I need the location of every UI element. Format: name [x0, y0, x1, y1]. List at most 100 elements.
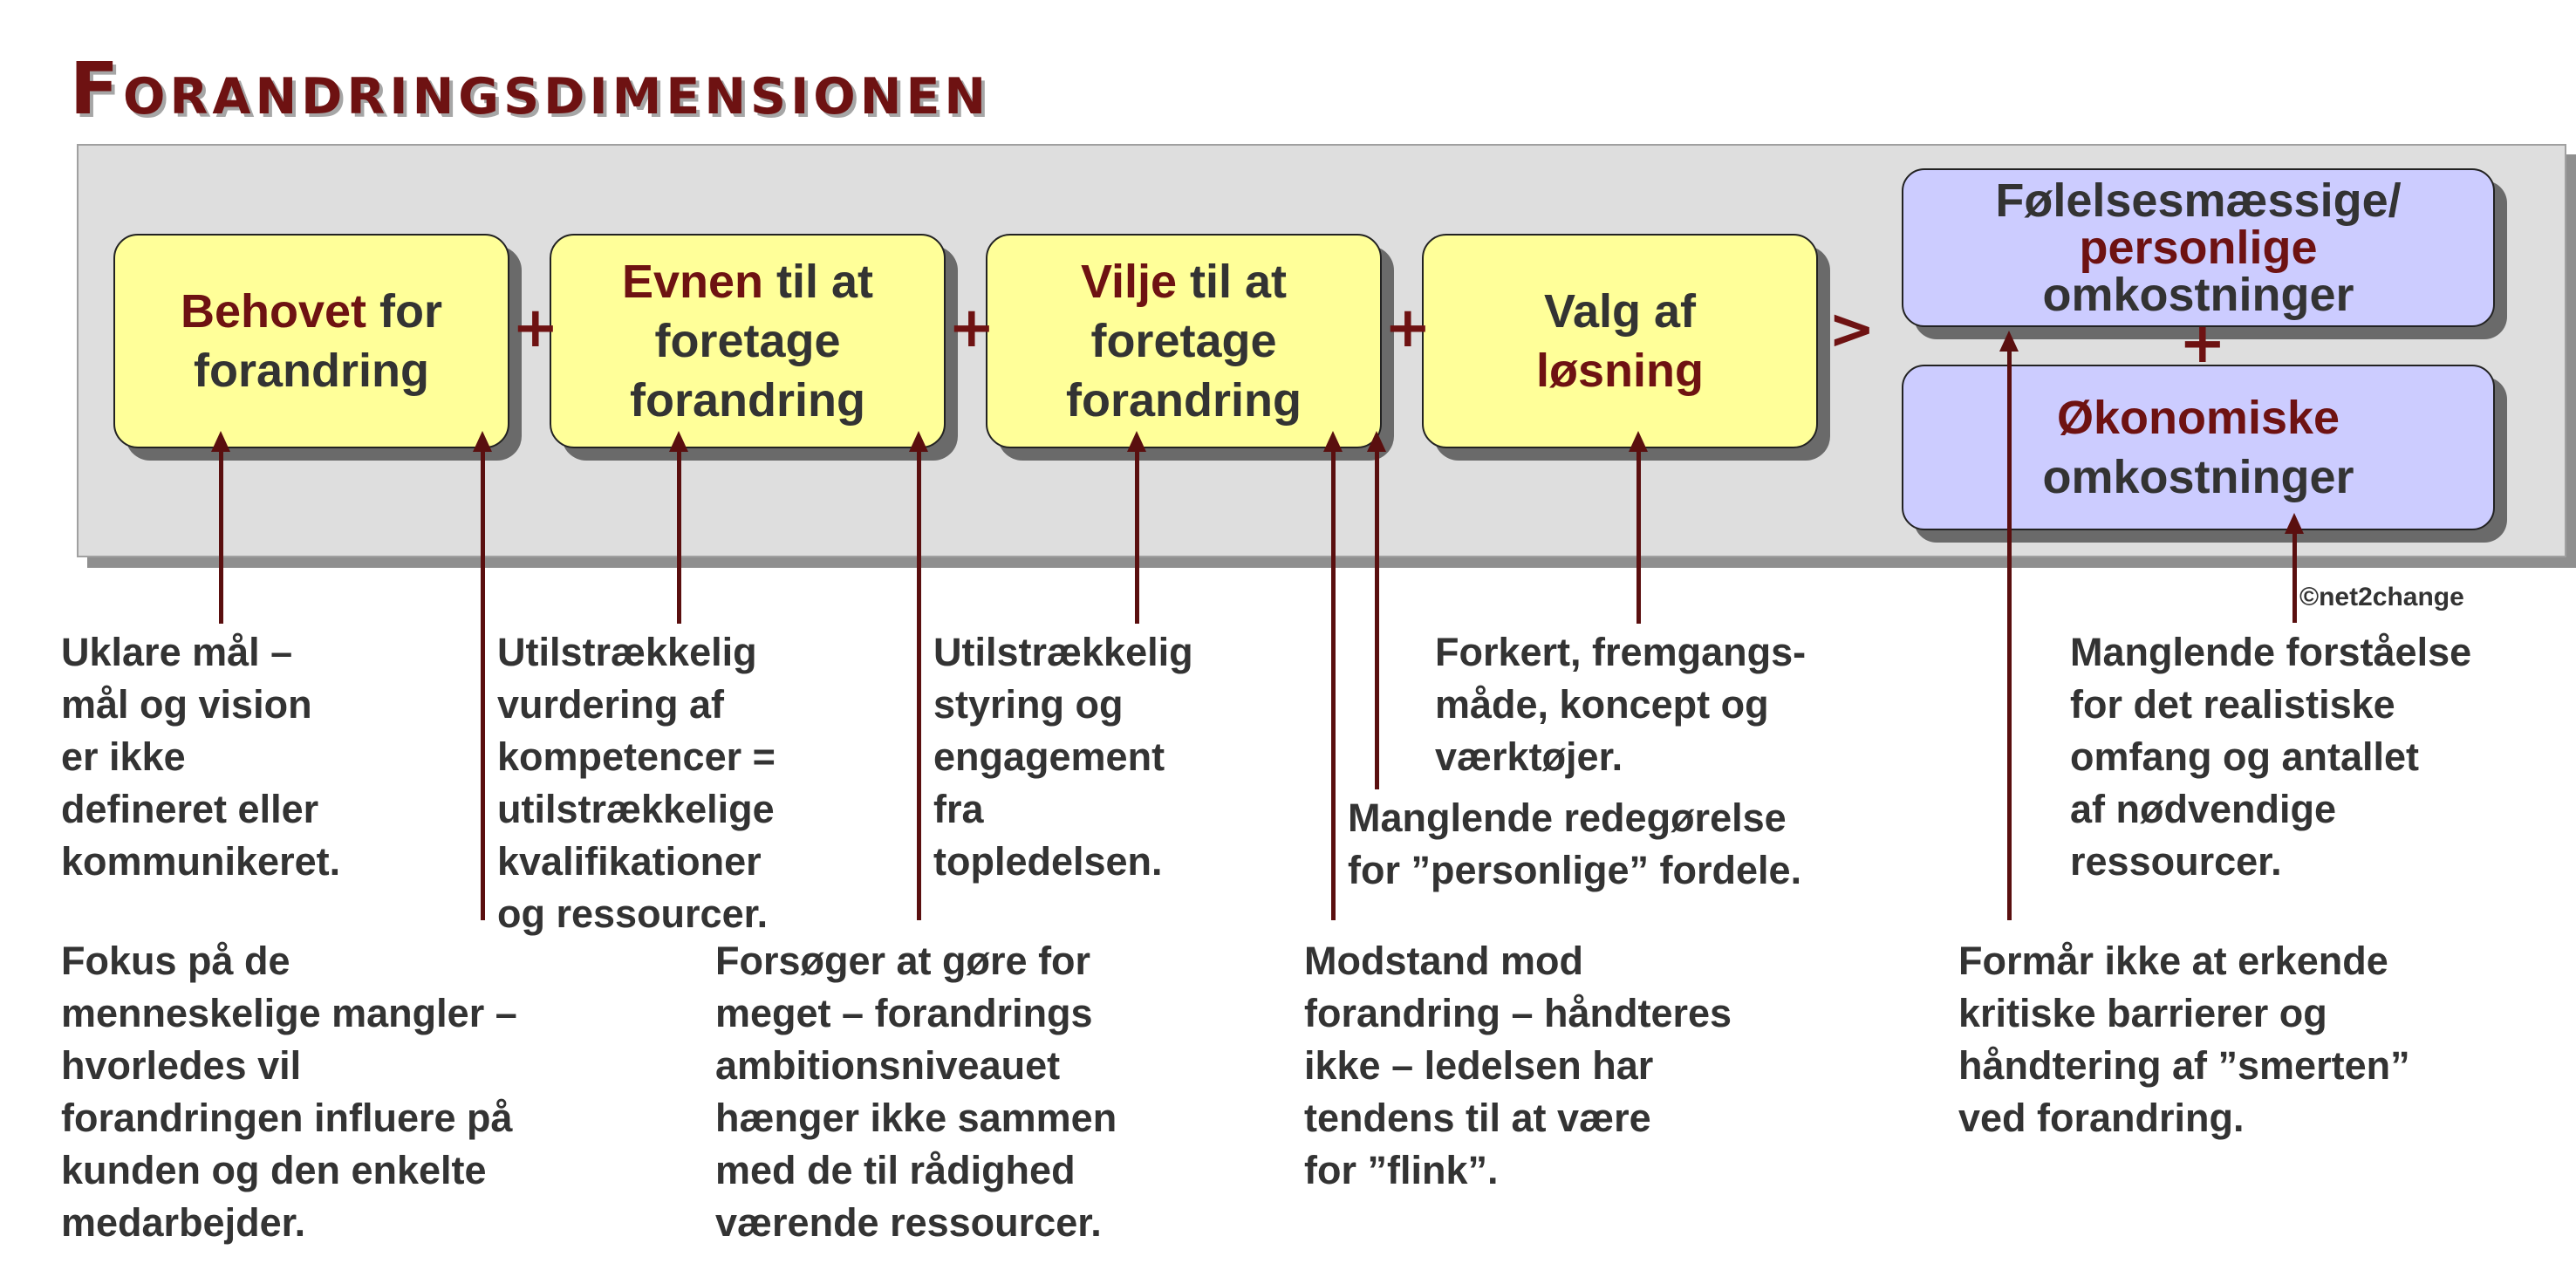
- note-line: utilstrækkelige: [497, 787, 775, 831]
- arrow-line: [2007, 345, 2012, 920]
- note-line: menneskelige mangler –: [61, 991, 517, 1035]
- box-behovet-accent: Behovet: [180, 285, 367, 338]
- box-behovet: Behovet for forandring: [113, 234, 509, 448]
- note-line: hvorledes vil: [61, 1043, 302, 1088]
- box-personlige-omkostninger: Følelsesmæssige/ personlige omkostninger: [1902, 168, 2495, 327]
- note-line: Forsøger at gøre for: [715, 939, 1091, 983]
- plus-operator: +: [948, 296, 995, 360]
- note-line: ambitionsniveauet: [715, 1043, 1061, 1088]
- note-utilstraekkelig-vurdering: Utilstrækkelig vurdering af kompetencer …: [497, 626, 776, 940]
- arrow-line: [677, 445, 681, 624]
- page-title: Forandringsdimensionen: [70, 48, 991, 131]
- note-line: Manglende forståelse: [2070, 630, 2472, 674]
- arrow-line: [1135, 445, 1139, 624]
- note-line: kompetencer =: [497, 734, 776, 779]
- note-line: engagement: [933, 734, 1165, 779]
- note-line: medarbejder.: [61, 1200, 306, 1245]
- arrow-head: [473, 431, 492, 452]
- note-line: Forkert, fremgangs-: [1435, 630, 1807, 674]
- note-line: håndtering af ”smerten”: [1958, 1043, 2410, 1088]
- note-line: Uklare mål –: [61, 630, 293, 674]
- box-valg-accent: løsning: [1536, 345, 1704, 397]
- arrow-head: [2285, 513, 2304, 534]
- greater-than-operator: >: [1828, 297, 1876, 362]
- note-line: styring og: [933, 682, 1124, 727]
- box-behovet-rest: for: [366, 285, 443, 338]
- box-vilje: Vilje til at foretage forandring: [986, 234, 1382, 448]
- arrow-line: [917, 445, 921, 920]
- arrow-head: [1629, 431, 1648, 452]
- copyright: ©net2change: [2299, 583, 2464, 611]
- note-line: ikke – ledelsen har: [1304, 1043, 1654, 1088]
- note-line: med de til rådighed: [715, 1148, 1076, 1192]
- note-line: hænger ikke sammen: [715, 1096, 1117, 1140]
- note-utilstraekkelig-styring: Utilstrækkelig styring og engagement fra…: [933, 626, 1193, 888]
- note-line: omfang og antallet: [2070, 734, 2420, 779]
- note-line: kunden og den enkelte: [61, 1148, 487, 1192]
- note-manglende-forstaaelse: Manglende forståelse for det realistiske…: [2070, 626, 2471, 888]
- note-line: defineret eller: [61, 787, 319, 831]
- box-evnen-line2: foretage: [654, 315, 841, 367]
- box-personlige-line3: omkostninger: [2042, 269, 2354, 321]
- note-line: og ressourcer.: [497, 891, 769, 936]
- note-line: Modstand mod: [1304, 939, 1583, 983]
- note-line: for det realistiske: [2070, 682, 2395, 727]
- box-okonomiske-line2: omkostninger: [2042, 451, 2354, 503]
- arrow-line: [1331, 445, 1336, 920]
- note-line: for ”personlige” fordele.: [1348, 848, 1802, 892]
- note-modstand-mod-forandring: Modstand mod forandring – håndteres ikke…: [1304, 935, 1732, 1197]
- box-vilje-line2: foretage: [1090, 315, 1277, 367]
- plus-operator: +: [512, 296, 559, 360]
- note-line: meget – forandrings: [715, 991, 1093, 1035]
- note-line: for ”flink”.: [1304, 1148, 1499, 1192]
- note-line: værende ressourcer.: [715, 1200, 1102, 1245]
- arrow-line: [219, 445, 223, 624]
- note-line: forandringen influere på: [61, 1096, 513, 1140]
- note-line: Formår ikke at erkende: [1958, 939, 2388, 983]
- note-manglende-redegoerelse: Manglende redegørelse for ”personlige” f…: [1348, 792, 1801, 897]
- arrow-line: [2292, 527, 2297, 623]
- box-vilje-rest: til at: [1177, 256, 1288, 308]
- box-evnen-rest: til at: [763, 256, 874, 308]
- note-line: Utilstrækkelig: [497, 630, 757, 674]
- box-evnen-line3: forandring: [630, 374, 865, 427]
- box-personlige-accent: personlige: [2079, 222, 2318, 274]
- note-line: forandring – håndteres: [1304, 991, 1732, 1035]
- plus-operator: +: [2179, 311, 2226, 376]
- box-okonomiske-accent: Økonomiske: [2056, 392, 2340, 444]
- arrow-head: [211, 431, 230, 452]
- box-valg-line1: Valg af: [1543, 285, 1697, 338]
- note-fokus-menneskelige-mangler: Fokus på de menneskelige mangler – hvorl…: [61, 935, 517, 1249]
- arrow-head: [1999, 331, 2019, 352]
- box-evnen: Evnen til at foretage forandring: [550, 234, 946, 448]
- plus-operator: +: [1384, 296, 1431, 360]
- note-line: kvalifikationer: [497, 839, 762, 884]
- note-line: Manglende redegørelse: [1348, 796, 1787, 840]
- note-line: måde, koncept og: [1435, 682, 1769, 727]
- box-personlige-line1: Følelsesmæssige/: [1995, 174, 2402, 227]
- note-line: kritiske barrierer og: [1958, 991, 2327, 1035]
- note-line: Utilstrækkelig: [933, 630, 1193, 674]
- note-line: ved forandring.: [1958, 1096, 2245, 1140]
- arrow-line: [481, 445, 485, 920]
- arrow-line: [1375, 445, 1379, 789]
- arrow-head: [1367, 431, 1386, 452]
- note-line: vurdering af: [497, 682, 725, 727]
- note-line: af nødvendige: [2070, 787, 2337, 831]
- arrow-head: [1127, 431, 1146, 452]
- arrow-head: [669, 431, 688, 452]
- note-forsoeger-at-goere-for-meget: Forsøger at gøre for meget – forandrings…: [715, 935, 1117, 1249]
- note-line: værktøjer.: [1435, 734, 1623, 779]
- arrow-line: [1636, 445, 1641, 624]
- box-okonomiske-omkostninger: Økonomiske omkostninger: [1902, 365, 2495, 530]
- note-line: Fokus på de: [61, 939, 290, 983]
- box-vilje-line3: forandring: [1066, 374, 1302, 427]
- box-behovet-line2: forandring: [194, 345, 429, 397]
- note-line: tendens til at være: [1304, 1096, 1651, 1140]
- box-evnen-accent: Evnen: [621, 256, 764, 308]
- note-line: ressourcer.: [2070, 839, 2282, 884]
- note-formaar-ikke-at-erkende: Formår ikke at erkende kritiske barriere…: [1958, 935, 2410, 1144]
- box-valg: Valg af løsning: [1422, 234, 1818, 448]
- note-line: kommunikeret.: [61, 839, 341, 884]
- note-forkert-fremgangsmaade: Forkert, fremgangs- måde, koncept og vær…: [1435, 626, 1806, 783]
